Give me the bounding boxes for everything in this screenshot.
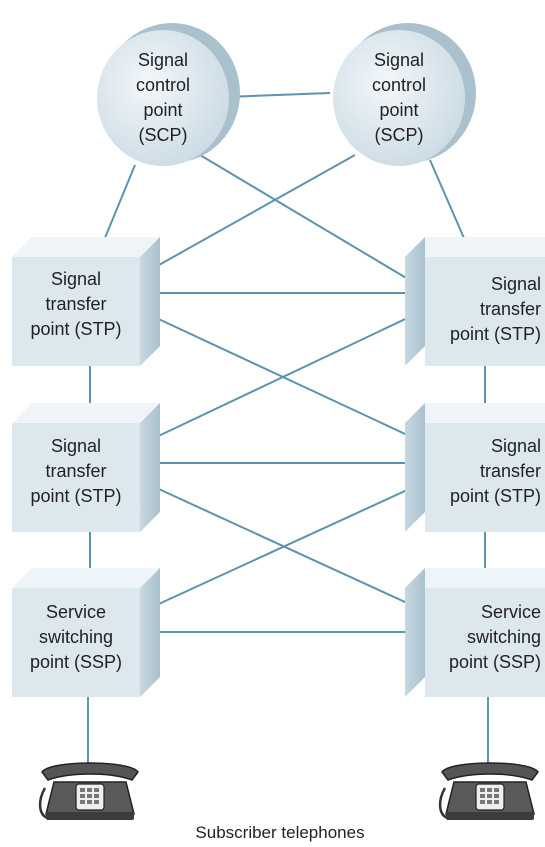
ssp-left-label-2: switching bbox=[39, 627, 113, 647]
scp-right-label-4: (SCP) bbox=[375, 125, 424, 145]
stp-top-right-label-2: transfer bbox=[480, 299, 541, 319]
scp-left-label-4: (SCP) bbox=[139, 125, 188, 145]
link-scpR-stpTR bbox=[429, 159, 468, 246]
link-scpL-stpTR bbox=[199, 154, 419, 286]
link-stpMR-sspL bbox=[149, 484, 419, 609]
stp-top-right-label-1: Signal bbox=[491, 274, 541, 294]
stp-mid-right-label-3: point (STP) bbox=[450, 486, 541, 506]
scp-left-label-2: control bbox=[136, 75, 190, 95]
link-scpR-stpTL bbox=[149, 154, 356, 271]
ssp-left-label-3: point (SSP) bbox=[30, 652, 122, 672]
scp-left: Signal control point (SCP) bbox=[97, 23, 240, 166]
scp-left-label-3: point bbox=[143, 100, 182, 120]
scp-right-label-3: point bbox=[379, 100, 418, 120]
scp-right: Signal control point (SCP) bbox=[333, 23, 476, 166]
ssp-right-label-3: point (SSP) bbox=[449, 652, 541, 672]
stp-mid-left-label-2: transfer bbox=[45, 461, 106, 481]
telephone-left-icon bbox=[38, 762, 139, 820]
subscriber-telephones-caption: Subscriber telephones bbox=[195, 823, 364, 842]
stp-mid-left: Signal transfer point (STP) bbox=[12, 403, 160, 532]
stp-top-left-label-3: point (STP) bbox=[30, 319, 121, 339]
stp-top-right: Signal transfer point (STP) bbox=[405, 237, 545, 366]
ssp-right: Service switching point (SSP) bbox=[405, 568, 545, 697]
scp-right-label-2: control bbox=[372, 75, 426, 95]
link-scpL-stpTL bbox=[99, 164, 136, 251]
ssp-left: Service switching point (SSP) bbox=[12, 568, 160, 697]
scp-left-label-1: Signal bbox=[138, 50, 188, 70]
stp-top-right-label-3: point (STP) bbox=[450, 324, 541, 344]
telephone-right-icon bbox=[438, 762, 539, 820]
scp-right-label-1: Signal bbox=[374, 50, 424, 70]
ssp-left-label-1: Service bbox=[46, 602, 106, 622]
ssp-right-label-2: switching bbox=[467, 627, 541, 647]
stp-top-left: Signal transfer point (STP) bbox=[12, 237, 160, 366]
stp-top-left-label-1: Signal bbox=[51, 269, 101, 289]
stp-mid-left-label-3: point (STP) bbox=[30, 486, 121, 506]
stp-top-left-label-2: transfer bbox=[45, 294, 106, 314]
stp-mid-right-label-2: transfer bbox=[480, 461, 541, 481]
stp-mid-right: Signal transfer point (STP) bbox=[405, 403, 545, 532]
link-stpTR-stpML bbox=[149, 312, 419, 441]
link-scp-scp bbox=[224, 92, 331, 98]
ssp-right-label-1: Service bbox=[481, 602, 541, 622]
stp-mid-right-label-1: Signal bbox=[491, 436, 541, 456]
stp-mid-left-label-1: Signal bbox=[51, 436, 101, 456]
